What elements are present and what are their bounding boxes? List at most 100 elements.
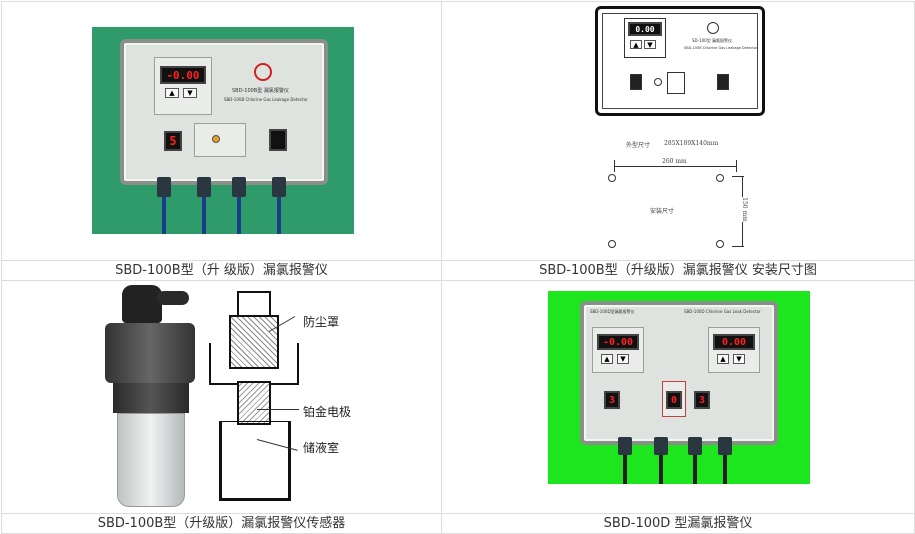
cable-2 [202,197,206,234]
product-card-sbd-100b[interactable]: -0.00 ▲ ▼ SBD-100B型 漏氯报警仪 SBD-100B Chlor… [1,1,442,281]
cable-3 [237,197,241,234]
product-photo-sbd-100b[interactable]: -0.00 ▲ ▼ SBD-100B型 漏氯报警仪 SBD-100B Chlor… [92,27,354,234]
caption-install-drawing[interactable]: SBD-100B型（升级版）漏氯报警仪 安装尺寸图 [539,263,817,278]
caption-divider [2,513,441,514]
d-cable-gland-3 [688,437,702,455]
drawing-model-subtext: SBD-100B Chlorine Gas Leakage Detector [684,46,758,50]
width-dim-tick-left [614,160,615,172]
drawing-logo-icon [707,22,719,34]
caption-sbd-100d[interactable]: SBD-100D 型漏氯报警仪 [603,516,753,531]
cable-4 [277,197,281,234]
section-nut [229,315,279,369]
height-dim-tick-bottom [732,246,744,247]
up-button[interactable]: ▲ [165,88,179,98]
brand-logo-icon [254,63,272,81]
caption-sensor[interactable]: SBD-100B型（升级版）漏氯报警仪传感器 [97,516,346,531]
cable-1 [162,197,166,234]
drawing-up-button: ▲ [630,40,642,49]
width-dim-tick-right [736,160,737,172]
leader-line-2 [257,409,299,410]
cable-gland-1 [157,177,171,197]
drawing-down-button: ▼ [644,40,656,49]
section-electrode [237,381,271,425]
cable-gland-4 [272,177,286,197]
sensor-cross-section[interactable]: 防尘罩 铂金电极 储液室 [207,291,357,501]
down-button[interactable]: ▼ [183,88,197,98]
label-reservoir: 储液室 [303,441,340,455]
product-card-install-drawing[interactable]: 0.00 ▲ ▼ SD-100型 漏氯报警仪 SBD-100B Chlorine… [441,1,915,281]
drawing-lower-panel [667,72,685,94]
concentration-display: -0.00 [160,66,206,84]
model-subtext: SBD-100B Chlorine Gas Leakage Detector [224,97,308,102]
right-down-button[interactable]: ▼ [733,354,745,364]
height-dim-label: 150 mm [740,197,748,222]
device-d-header-left: SBD-100D型漏氯报警仪 [590,309,635,314]
switch-b[interactable]: 0 [666,391,682,409]
d-cable-3 [693,455,697,484]
lower-panel [194,123,246,157]
switch-a[interactable]: 3 [604,391,620,409]
label-platinum-electrode: 铂金电极 [303,405,352,419]
outline-size-value: 285X189X140mm [664,140,719,147]
caption-divider [2,260,441,261]
drawing-display: 0.00 [628,22,662,36]
left-down-button[interactable]: ▼ [617,354,629,364]
mount-hole-br [716,240,724,248]
caption-sbd-100b[interactable]: SBD-100B型（升 级版）漏氯报警仪 [115,263,328,278]
upper-panel: -0.00 ▲ ▼ [154,57,212,115]
caption-divider [442,260,914,261]
right-panel: 0.00 ▲ ▼ [708,327,760,373]
d-cable-gland-1 [618,437,632,455]
drawing-inner [602,13,758,109]
mount-size-label: 安装尺寸 [650,208,675,215]
device-enclosure: -0.00 ▲ ▼ SBD-100B型 漏氯报警仪 SBD-100B Chlor… [120,39,328,185]
d-cable-4 [723,455,727,484]
left-panel: -0.00 ▲ ▼ [592,327,644,373]
label-dust-cover: 防尘罩 [303,315,340,329]
d-cable-gland-2 [654,437,668,455]
height-dim-tick-top [732,176,744,177]
alarm-switch[interactable] [269,129,287,151]
drawing-indicator-icon [654,78,662,86]
device-d-enclosure: SBD-100D型漏氯报警仪 SBD-100D Chlorine Gas Lea… [580,301,778,445]
cable-gland-3 [232,177,246,197]
sensor-body [105,323,195,383]
sensor-cap-tab [157,291,189,305]
sensor-collar [113,383,189,413]
cable-gland-2 [197,177,211,197]
d-cable-1 [623,455,627,484]
product-card-sensor[interactable]: 防尘罩 铂金电极 储液室 SBD-100B型（升级版）漏氯报警仪传感器 [1,280,442,534]
device-d-header-right: SBD-100D Chlorine Gas Leak Detector [684,309,761,314]
model-text: SBD-100B型 漏氯报警仪 [232,88,289,94]
switch-c[interactable]: 3 [694,391,710,409]
sensor-photo[interactable] [97,283,207,511]
product-card-sbd-100d[interactable]: SBD-100D型漏氯报警仪 SBD-100D Chlorine Gas Lea… [441,280,915,534]
indicator-light-icon [212,135,220,143]
right-up-button[interactable]: ▲ [717,354,729,364]
mount-hole-tl [608,174,616,182]
caption-divider [442,513,914,514]
left-up-button[interactable]: ▲ [601,354,613,364]
drawing-enclosure [595,6,765,116]
section-shroud [209,343,299,385]
drawing-switch-right [717,74,729,90]
install-drawing[interactable]: 0.00 ▲ ▼ SD-100型 漏氯报警仪 SBD-100B Chlorine… [592,4,772,254]
power-switch-display[interactable]: 5 [164,131,182,151]
left-display: -0.00 [597,334,639,350]
drawing-upper-panel [624,18,666,58]
product-photo-sbd-100d[interactable]: SBD-100D型漏氯报警仪 SBD-100D Chlorine Gas Lea… [548,291,810,484]
drawing-switch-left [630,74,642,90]
mount-hole-tr [716,174,724,182]
d-cable-gland-4 [718,437,732,455]
right-display: 0.00 [713,334,755,350]
drawing-model-text: SD-100型 漏氯报警仪 [692,38,732,43]
width-dim-line [614,166,736,167]
mount-hole-bl [608,240,616,248]
width-dim-label: 260 mm [662,158,687,165]
sensor-cap [122,285,162,323]
outline-size-label: 外型尺寸 [626,142,651,149]
sensor-reservoir [117,413,185,507]
d-cable-2 [659,455,663,484]
section-chamber [219,421,291,501]
